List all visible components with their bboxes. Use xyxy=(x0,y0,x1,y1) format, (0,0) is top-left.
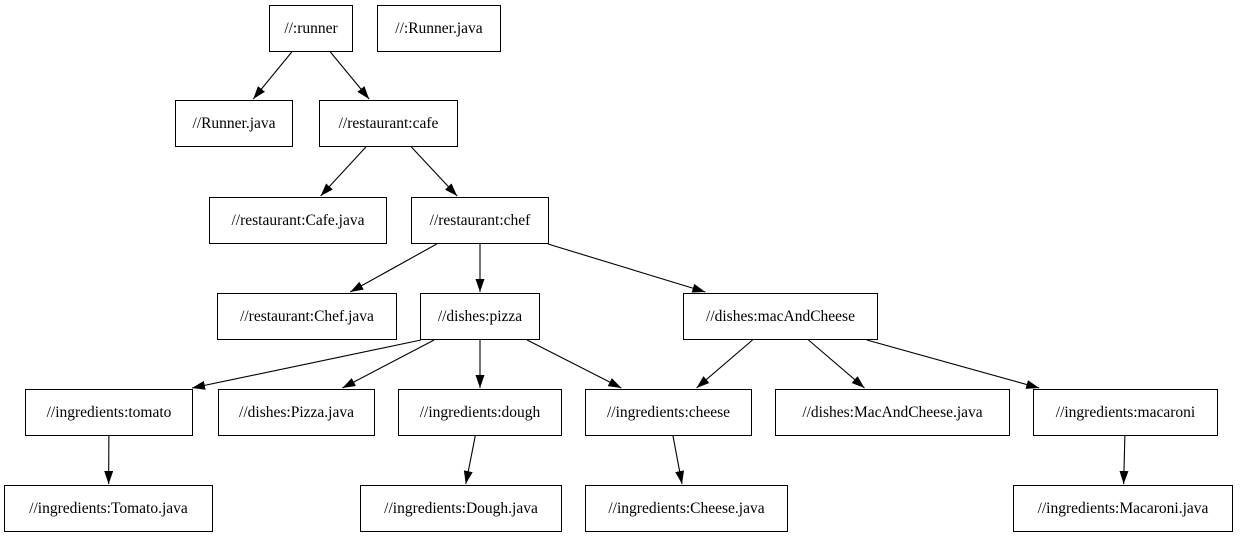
edge-cafe-to-chef xyxy=(410,146,458,197)
node-runner-java-file: //Runner.java xyxy=(175,100,293,147)
node-runner: //:runner xyxy=(269,5,353,52)
edge-chef-to-mac-and-cheese xyxy=(547,243,706,293)
edge-chef-to-chef-java xyxy=(349,243,438,293)
node-tomato-java: //ingredients:Tomato.java xyxy=(4,485,213,532)
node-dough: //ingredients:dough xyxy=(398,389,562,436)
edge-macaroni-to-macaroni-java xyxy=(1119,435,1129,485)
node-cafe-java: //restaurant:Cafe.java xyxy=(209,197,387,244)
edge-mac-and-cheese-to-mac-and-cheese-java xyxy=(808,339,865,389)
node-pizza-java: //dishes:Pizza.java xyxy=(218,389,375,436)
node-cafe: //restaurant:cafe xyxy=(319,100,458,147)
edge-group xyxy=(104,51,1129,485)
edge-mac-and-cheese-to-cheese xyxy=(696,339,753,389)
node-mac-and-cheese: //dishes:macAndCheese xyxy=(683,293,878,340)
node-tomato: //ingredients:tomato xyxy=(25,389,193,436)
node-pizza: //dishes:pizza xyxy=(420,293,540,340)
edge-cheese-to-cheese-java xyxy=(672,435,685,485)
node-mac-and-cheese-java: //dishes:MacAndCheese.java xyxy=(775,389,1010,436)
node-chef: //restaurant:chef xyxy=(411,197,549,244)
node-runner-java-target: //:Runner.java xyxy=(377,5,501,52)
node-cheese: //ingredients:cheese xyxy=(585,389,752,436)
node-macaroni-java: //ingredients:Macaroni.java xyxy=(1013,485,1233,532)
edge-runner-to-runner-java-file xyxy=(252,51,293,100)
edge-mac-and-cheese-to-macaroni xyxy=(866,339,1040,389)
edge-pizza-to-cheese xyxy=(526,339,622,389)
edge-dough-to-dough-java xyxy=(463,435,476,485)
node-cheese-java: //ingredients:Cheese.java xyxy=(585,485,788,532)
edge-pizza-to-pizza-java xyxy=(342,339,435,389)
edge-cafe-to-cafe-java xyxy=(320,146,367,197)
edge-pizza-to-tomato xyxy=(191,339,422,390)
node-macaroni: //ingredients:macaroni xyxy=(1033,389,1218,436)
node-chef-java: //restaurant:Chef.java xyxy=(217,293,397,340)
edge-runner-to-cafe xyxy=(329,51,370,100)
node-dough-java: //ingredients:Dough.java xyxy=(360,485,562,532)
